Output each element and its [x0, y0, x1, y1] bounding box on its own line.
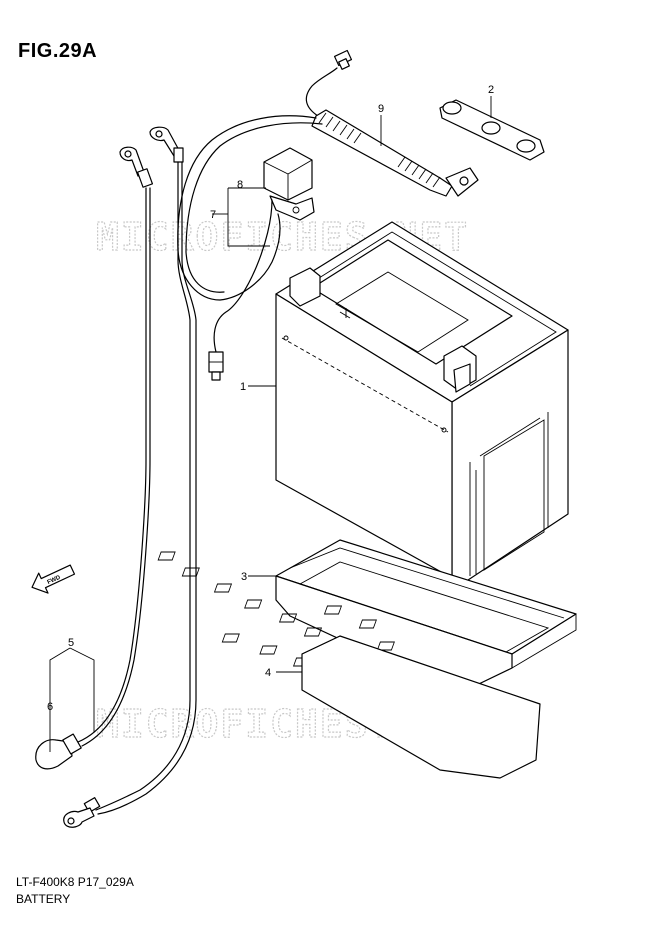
- callout-3: 3: [241, 571, 247, 583]
- callout-8: 8: [237, 179, 243, 191]
- relay-part-8: [208, 147, 315, 381]
- callout-5: 5: [68, 637, 74, 649]
- callout-9: 9: [378, 103, 384, 115]
- battery-part-1: [248, 221, 569, 585]
- figure-name: BATTERY: [16, 892, 71, 906]
- pad-part-4: [276, 635, 541, 779]
- cover-part-2: [439, 96, 545, 161]
- forward-label: FWD: [47, 574, 63, 585]
- callout-2: 2: [488, 84, 494, 96]
- harness-part-9: [177, 49, 479, 301]
- callout-4: 4: [265, 667, 271, 679]
- figure-title: FIG.29A: [18, 40, 98, 62]
- callout-7: 7: [210, 209, 216, 221]
- cable-part-6: [35, 126, 197, 828]
- callout-1: 1: [240, 381, 246, 393]
- figure-code: LT-F400K8 P17_029A: [16, 875, 134, 889]
- callout-6: 6: [47, 701, 53, 713]
- forward-arrow-icon: FWD: [31, 564, 76, 594]
